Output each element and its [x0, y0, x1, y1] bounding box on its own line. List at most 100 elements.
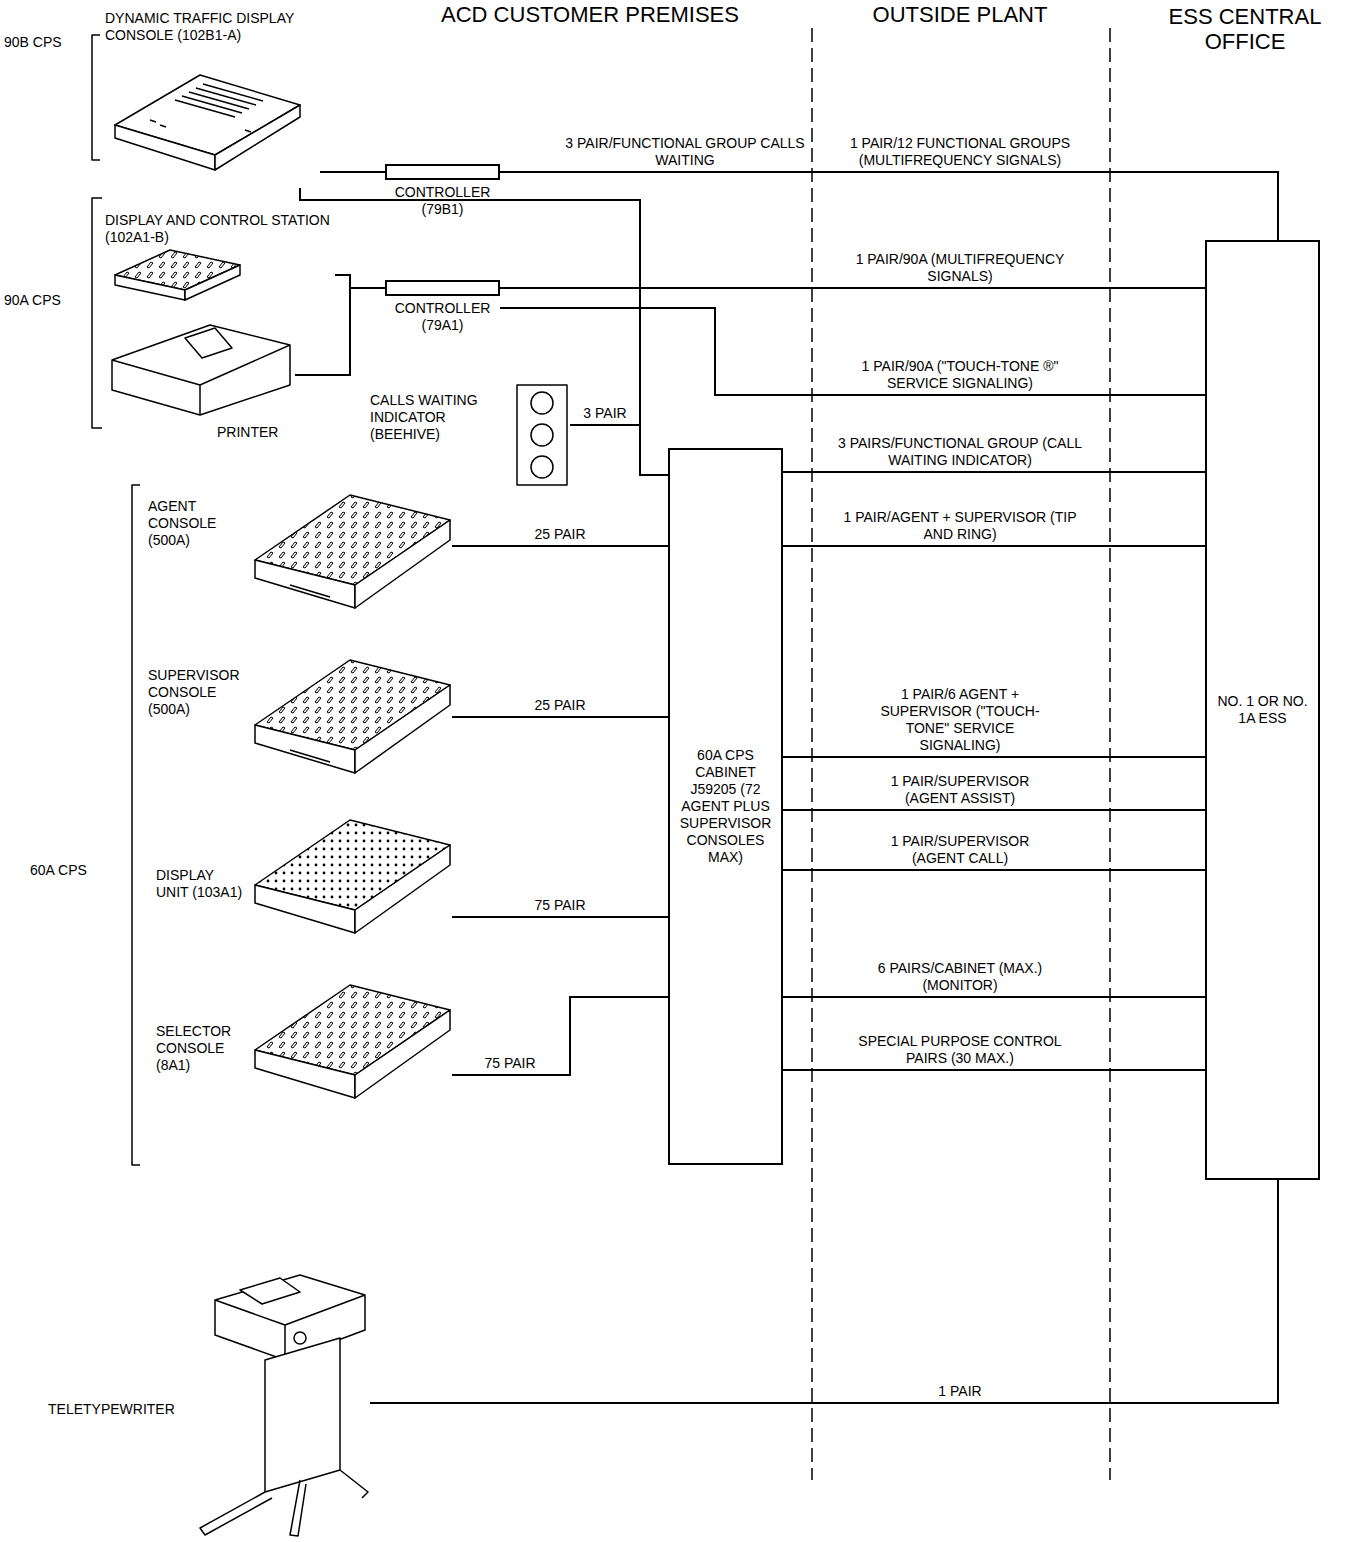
group-bracket	[92, 35, 140, 1165]
illustration-part	[355, 845, 450, 933]
equipment-node: SUPERVISOR CONSOLE (500A)	[140, 625, 452, 783]
edge-label: 6 PAIRS/CABINET (MAX.) (MONITOR)	[860, 960, 1060, 994]
equipment-node: TELETYPEWRITER	[40, 1265, 370, 1540]
edge-label: 1 PAIR/90A (MULTIFREQUENCY SIGNALS)	[853, 251, 1068, 285]
controller-box	[385, 164, 500, 180]
equipment-node: CONTROLLER (79B1)	[385, 162, 500, 222]
illustration-part	[115, 275, 185, 300]
illustration-part	[355, 520, 450, 608]
pair-connector	[570, 425, 668, 475]
column-divider	[812, 28, 1110, 1480]
node-label: 60A CPS CABINET J59205 (72 AGENT PLUS SU…	[680, 747, 772, 867]
edge-label: 1 PAIR/12 FUNCTIONAL GROUPS (MULTIFREQUE…	[835, 135, 1085, 169]
equipment-node: SELECTOR CONSOLE (8A1)	[140, 985, 452, 1113]
supervisor-console-drawing	[255, 660, 450, 773]
pair-connector	[783, 545, 1205, 547]
pair-connector	[300, 188, 668, 475]
controller-box	[385, 280, 500, 296]
illustration-part	[294, 1332, 306, 1344]
pair-connector	[783, 996, 1205, 998]
illustration-part	[185, 328, 232, 358]
pair-connector	[335, 275, 385, 288]
edge-label: 25 PAIR	[500, 697, 620, 714]
edge-label: 1 PAIR/90A ("TOUCH-TONE ®" SERVICE SIGNA…	[853, 358, 1068, 392]
pair-connector	[370, 1180, 1278, 1403]
equipment-node: PRINTER	[105, 318, 295, 445]
column-heading: ACD CUSTOMER PREMISES	[420, 2, 760, 27]
illustration-part	[215, 1275, 365, 1360]
equipment-node: CALLS WAITING INDICATOR (BEEHIVE)	[368, 382, 570, 488]
edge-label: 1 PAIR	[910, 1383, 1010, 1400]
node-label: DYNAMIC TRAFFIC DISPLAY CONSOLE (102B1-A…	[105, 10, 320, 44]
edge-label: 75 PAIR	[460, 1055, 560, 1072]
node-label: CONTROLLER (79B1)	[385, 184, 500, 218]
illustration-part	[215, 1295, 365, 1360]
pair-connector	[452, 716, 668, 718]
edge-label: 25 PAIR	[500, 526, 620, 543]
node-label: DISPLAY AND CONTROL STATION (102A1-B)	[105, 212, 335, 246]
pair-connector	[500, 287, 1205, 289]
pair-connector	[452, 545, 668, 547]
illustration-part	[265, 1338, 340, 1492]
edge-label: 3 PAIR/FUNCTIONAL GROUP CALLS WAITING	[565, 135, 805, 169]
edge-label: 1 PAIR/SUPERVISOR (AGENT ASSIST)	[875, 773, 1045, 807]
node-label: CONTROLLER (79A1)	[385, 300, 500, 334]
illustration-part	[531, 392, 553, 414]
illustration-part	[200, 1470, 368, 1536]
equipment-node: DISPLAY AND CONTROL STATION (102A1-B)	[105, 212, 335, 304]
pair-connector	[295, 288, 385, 375]
node-label: PRINTER	[217, 424, 295, 441]
edge-label: 75 PAIR	[500, 897, 620, 914]
group-label: 60A CPS	[30, 862, 114, 878]
illustration-part	[150, 84, 263, 132]
illustration-part	[531, 456, 553, 478]
pair-connector	[783, 756, 1205, 758]
pair-connector	[783, 1069, 1205, 1071]
pair-connector	[783, 869, 1205, 871]
cabinet-box: 60A CPS CABINET J59205 (72 AGENT PLUS SU…	[668, 448, 783, 1165]
edge-label: SPECIAL PURPOSE CONTROL PAIRS (30 MAX.)	[855, 1033, 1065, 1067]
edge-label: 1 PAIR/6 AGENT + SUPERVISOR ("TOUCH-TONE…	[873, 686, 1048, 754]
pair-connector	[452, 916, 668, 918]
cabinet-box: NO. 1 OR NO. 1A ESS	[1205, 240, 1320, 1180]
edge-label: 3 PAIRS/FUNCTIONAL GROUP (CALL WAITING I…	[830, 435, 1090, 469]
selector-console-drawing	[255, 985, 450, 1098]
equipment-node: AGENT CONSOLE (500A)	[140, 490, 452, 612]
pair-connector	[320, 171, 385, 173]
illustration-part	[92, 28, 1110, 1536]
display-unit-drawing	[255, 820, 450, 933]
display-control-station	[115, 250, 240, 300]
edge-label: 1 PAIR/SUPERVISOR (AGENT CALL)	[875, 833, 1045, 867]
pair-connector	[452, 997, 668, 1075]
illustration-part	[531, 424, 553, 446]
teletypewriter-drawing	[200, 1275, 368, 1536]
pair-connector	[500, 172, 1278, 240]
node-label: SUPERVISOR CONSOLE (500A)	[148, 667, 253, 718]
illustration-part	[185, 265, 240, 300]
column-heading: ESS CENTRAL OFFICE	[1140, 4, 1350, 55]
pair-connector	[783, 471, 1205, 473]
beehive-indicator	[517, 385, 567, 485]
agent-console-drawing	[255, 495, 450, 608]
node-label: AGENT CONSOLE (500A)	[148, 498, 248, 549]
node-label: NO. 1 OR NO. 1A ESS	[1217, 693, 1308, 727]
equipment-node: CONTROLLER (79A1)	[385, 278, 500, 338]
column-heading: OUTSIDE PLANT	[830, 2, 1090, 27]
illustration-part	[115, 125, 215, 170]
illustration-part	[112, 325, 290, 415]
equipment-node: DYNAMIC TRAFFIC DISPLAY CONSOLE (102B1-A…	[105, 10, 320, 188]
equipment-node: DISPLAY UNIT (103A1)	[140, 815, 452, 950]
illustration-part	[240, 1278, 300, 1304]
illustration-part	[290, 585, 330, 597]
illustration-part	[255, 725, 355, 773]
illustration-part	[517, 385, 567, 485]
edge-label: 3 PAIR	[574, 405, 636, 422]
printer-drawing	[112, 325, 290, 415]
pair-connector	[500, 308, 1205, 395]
node-label: DISPLAY UNIT (103A1)	[156, 867, 246, 901]
node-label: SELECTOR CONSOLE (8A1)	[156, 1023, 246, 1074]
pair-connector	[783, 809, 1205, 811]
illustration-part	[290, 750, 330, 762]
illustration-part	[255, 1050, 355, 1098]
